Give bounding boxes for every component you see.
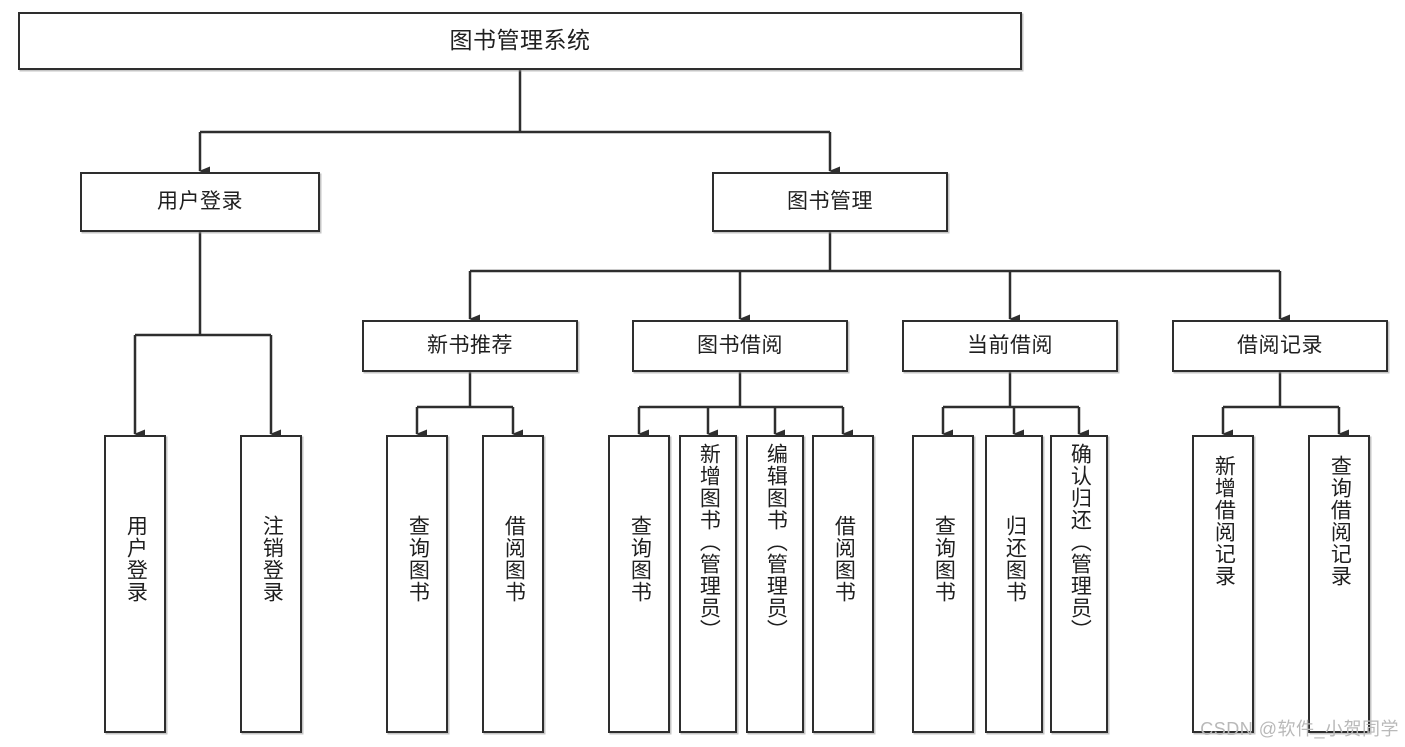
node-label: 查询图书 [628,515,652,603]
node-leaf-5-1[interactable]: 新增借阅记录 [1192,435,1254,733]
node-leaf-1-1[interactable]: 用户登录 [104,435,166,733]
node-leaf-2-2[interactable]: 借阅图书 [482,435,544,733]
node-records[interactable]: 借阅记录 [1172,320,1388,372]
node-label: 编辑图书（管理员） [764,443,788,641]
node-label: 注销登录 [260,515,284,603]
node-label: 查询图书 [406,515,430,603]
node-root[interactable]: 图书管理系统 [18,12,1022,70]
node-bookmgmt[interactable]: 图书管理 [712,172,948,232]
node-login[interactable]: 用户登录 [80,172,320,232]
node-label: 新增图书（管理员） [697,443,721,641]
node-label: 当前借阅 [967,334,1053,358]
node-label: 新增借阅记录 [1212,455,1236,587]
node-leaf-4-2[interactable]: 归还图书 [985,435,1043,733]
node-label: 图书管理 [787,190,873,214]
node-leaf-3-3[interactable]: 编辑图书（管理员） [746,435,804,733]
node-label: 用户登录 [124,515,148,603]
node-label: 归还图书 [1003,515,1027,603]
node-newbook[interactable]: 新书推荐 [362,320,578,372]
node-label: 确认归还（管理员） [1068,443,1092,641]
node-label: 新书推荐 [427,334,513,358]
node-label: 借阅图书 [502,515,526,603]
node-leaf-4-1[interactable]: 查询图书 [912,435,974,733]
node-borrow[interactable]: 图书借阅 [632,320,848,372]
node-leaf-1-2[interactable]: 注销登录 [240,435,302,733]
node-leaf-3-1[interactable]: 查询图书 [608,435,670,733]
node-label: 查询借阅记录 [1328,455,1352,587]
node-leaf-3-2[interactable]: 新增图书（管理员） [679,435,737,733]
node-label: 借阅图书 [832,515,856,603]
node-label: 图书借阅 [697,334,783,358]
node-leaf-4-3[interactable]: 确认归还（管理员） [1050,435,1108,733]
node-label: 图书管理系统 [449,27,591,54]
node-label: 用户登录 [157,190,243,214]
node-leaf-5-2[interactable]: 查询借阅记录 [1308,435,1370,733]
node-leaf-3-4[interactable]: 借阅图书 [812,435,874,733]
watermark: CSDN @软件_小贺同学 [1200,719,1399,739]
node-label: 查询图书 [932,515,956,603]
node-leaf-2-1[interactable]: 查询图书 [386,435,448,733]
node-label: 借阅记录 [1237,334,1323,358]
node-current[interactable]: 当前借阅 [902,320,1118,372]
